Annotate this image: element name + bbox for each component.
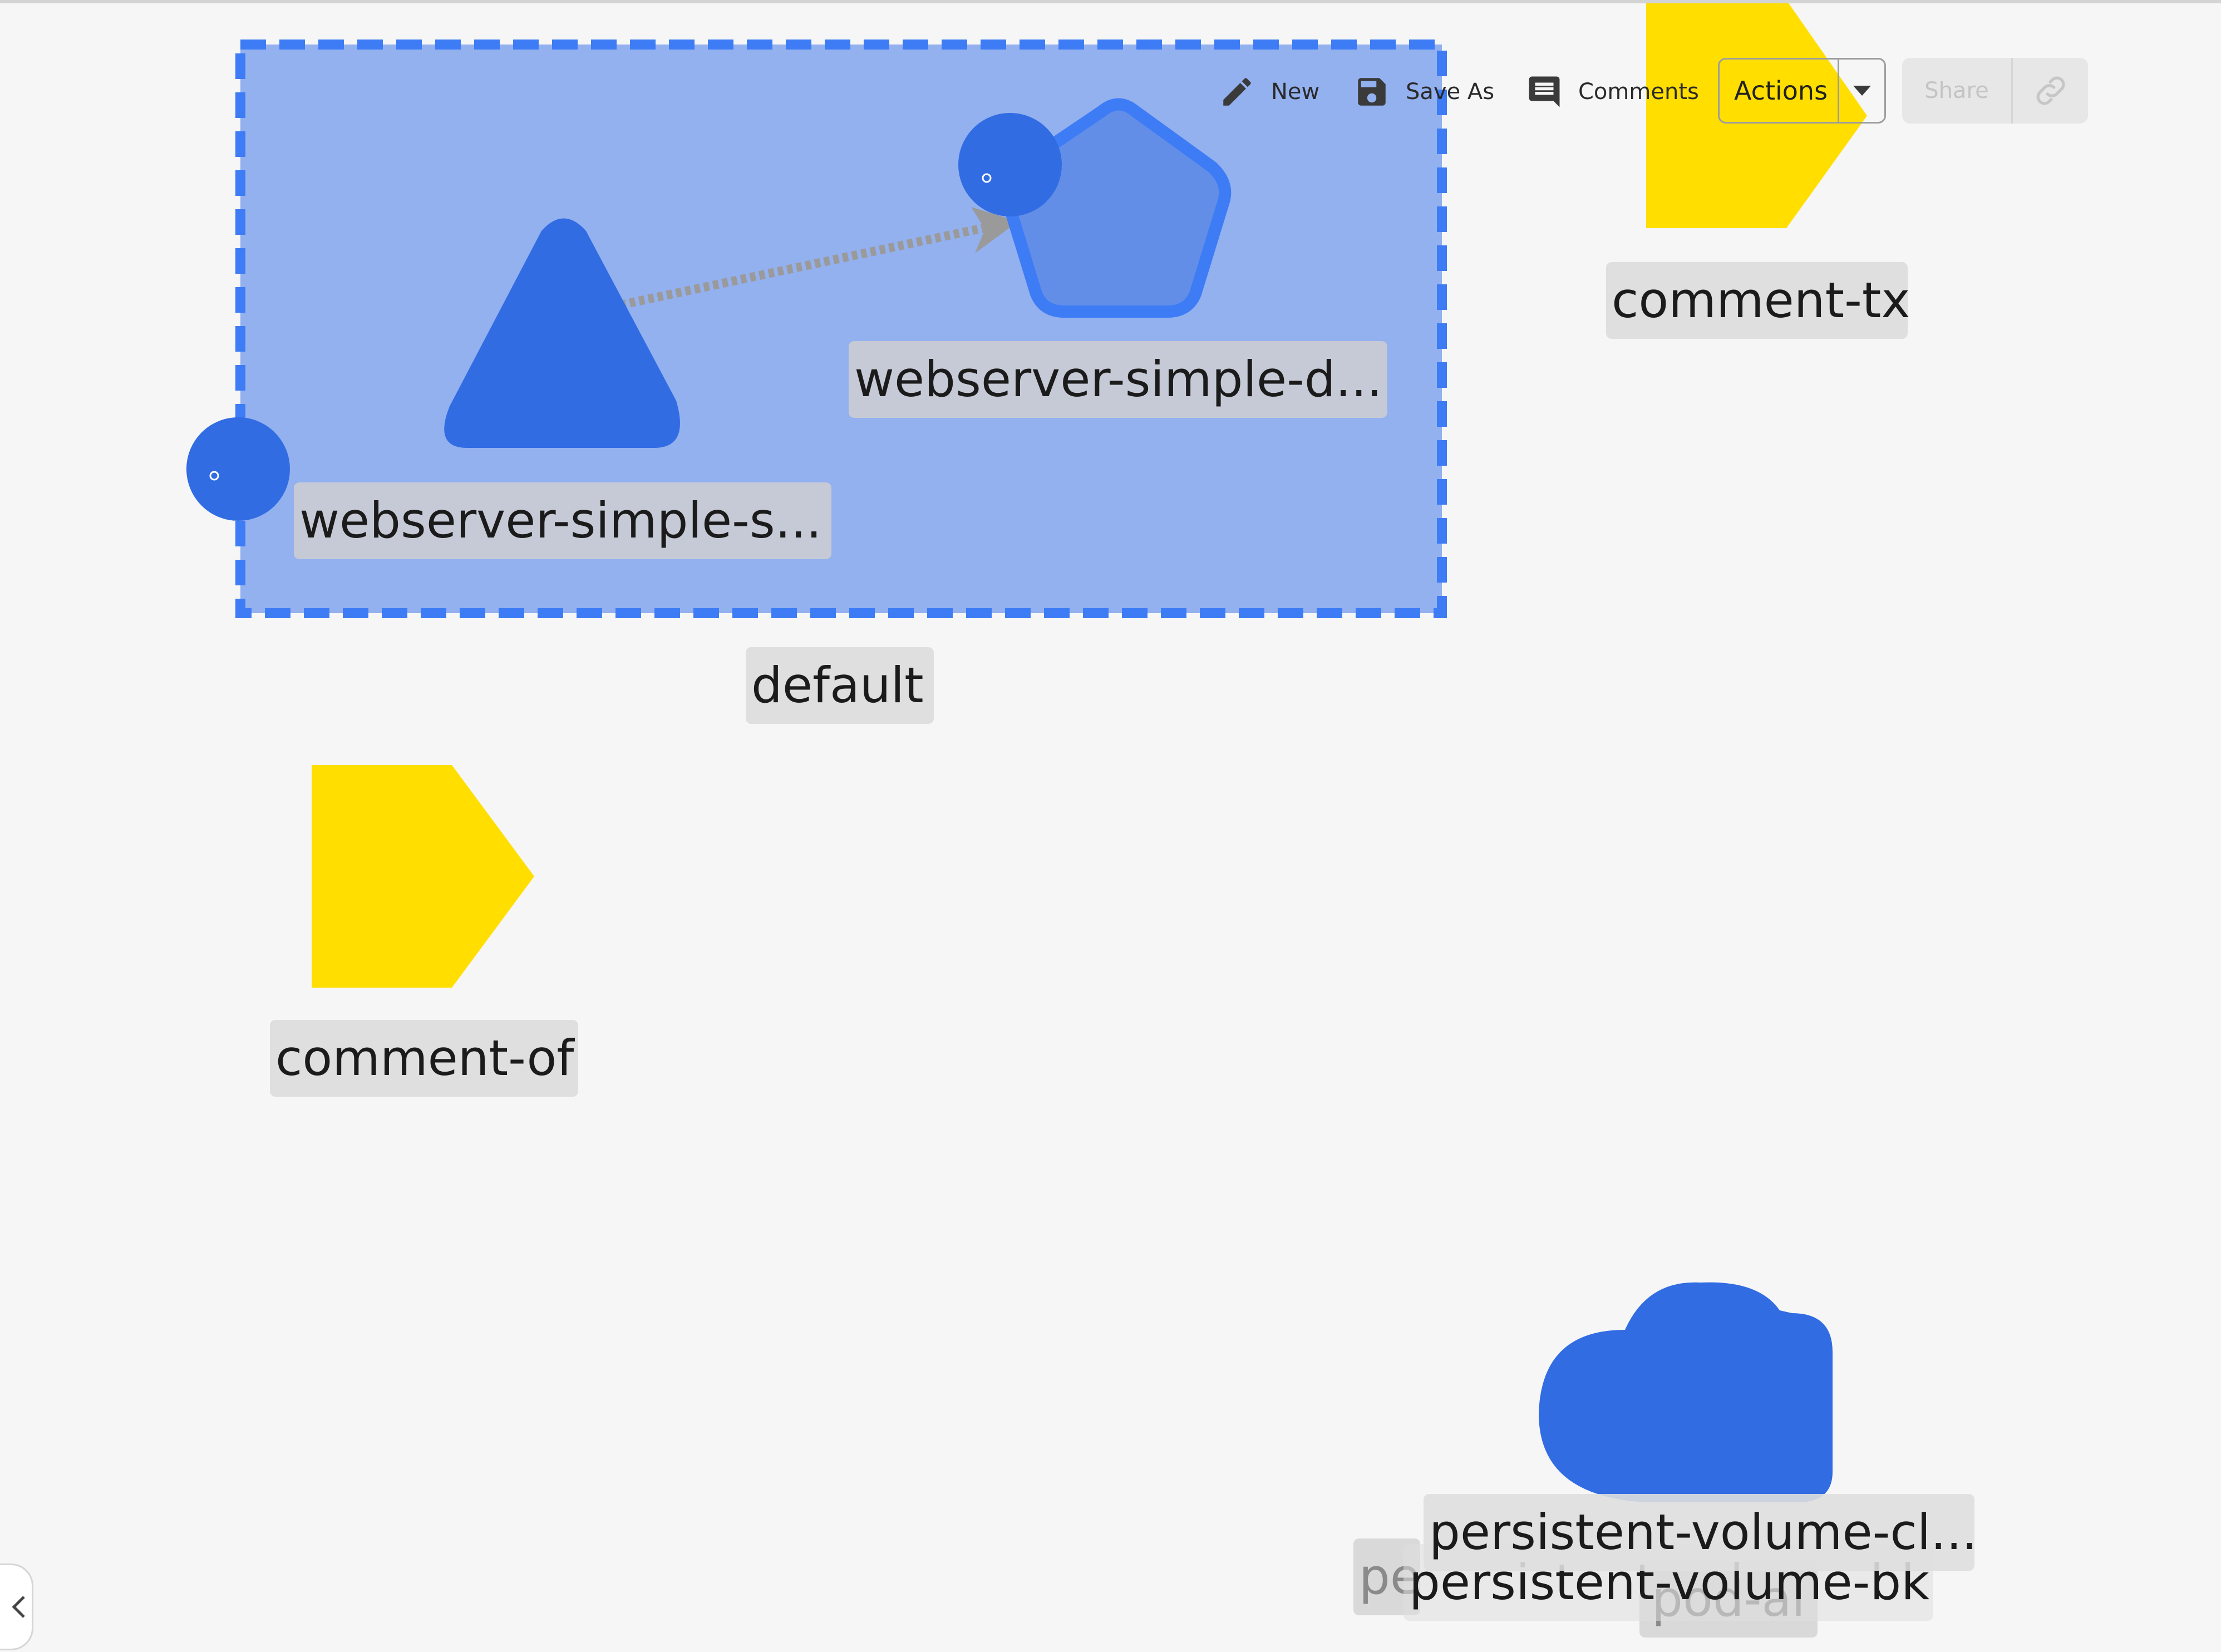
new-button-label: New xyxy=(1271,79,1320,105)
persistent-volume-claim-label[interactable]: persistent-volume-cl... xyxy=(1424,1494,1977,1571)
deployment-badge[interactable] xyxy=(958,113,1062,216)
save-as-button[interactable]: Save As xyxy=(1353,67,1494,117)
sidebar-collapse-button[interactable] xyxy=(0,1564,33,1650)
deployment-badge-dot xyxy=(982,173,992,183)
actions-dropdown[interactable]: Actions xyxy=(1718,58,1886,124)
comment-of-node[interactable] xyxy=(312,765,534,988)
comment-of-label[interactable]: comment-of xyxy=(270,1020,578,1097)
comment-tx-label[interactable]: comment-tx xyxy=(1606,262,1910,339)
share-button[interactable]: Share xyxy=(1924,78,1989,103)
edge-arrowhead xyxy=(971,207,1018,253)
top-border xyxy=(0,0,2221,3)
share-group: Share xyxy=(1902,58,2088,124)
namespace-badge-dot xyxy=(209,471,219,481)
toolbar: New Save As Comments Actions Share xyxy=(0,0,2221,124)
chevron-left-icon xyxy=(12,1596,25,1618)
comment-icon xyxy=(1529,76,1560,107)
pencil-icon xyxy=(1223,78,1251,106)
link-icon xyxy=(2036,76,2065,105)
share-divider xyxy=(2011,58,2013,124)
comments-button-label: Comments xyxy=(1578,79,1699,105)
actions-button-label: Actions xyxy=(1734,76,1828,106)
caret-down-icon xyxy=(1853,86,1871,96)
actions-menu-toggle[interactable] xyxy=(1838,60,1884,122)
service-node-triangle[interactable] xyxy=(444,218,680,448)
floppy-disk-icon xyxy=(1358,78,1386,106)
deployment-node-label[interactable]: webserver-simple-d... xyxy=(849,341,1387,418)
comment-tx-node[interactable] xyxy=(1646,0,1867,228)
edge-service-to-deployment[interactable] xyxy=(619,221,997,309)
save-as-button-label: Save As xyxy=(1406,79,1495,105)
persistent-volume-cloud-node[interactable] xyxy=(1539,1282,1833,1502)
comments-button[interactable]: Comments xyxy=(1526,67,1699,117)
service-node-label[interactable]: webserver-simple-s... xyxy=(294,482,831,559)
new-button[interactable]: New xyxy=(1219,67,1319,117)
namespace-badge[interactable] xyxy=(186,417,290,521)
share-link-button[interactable] xyxy=(2013,71,2088,110)
namespace-label[interactable]: default xyxy=(746,647,934,724)
